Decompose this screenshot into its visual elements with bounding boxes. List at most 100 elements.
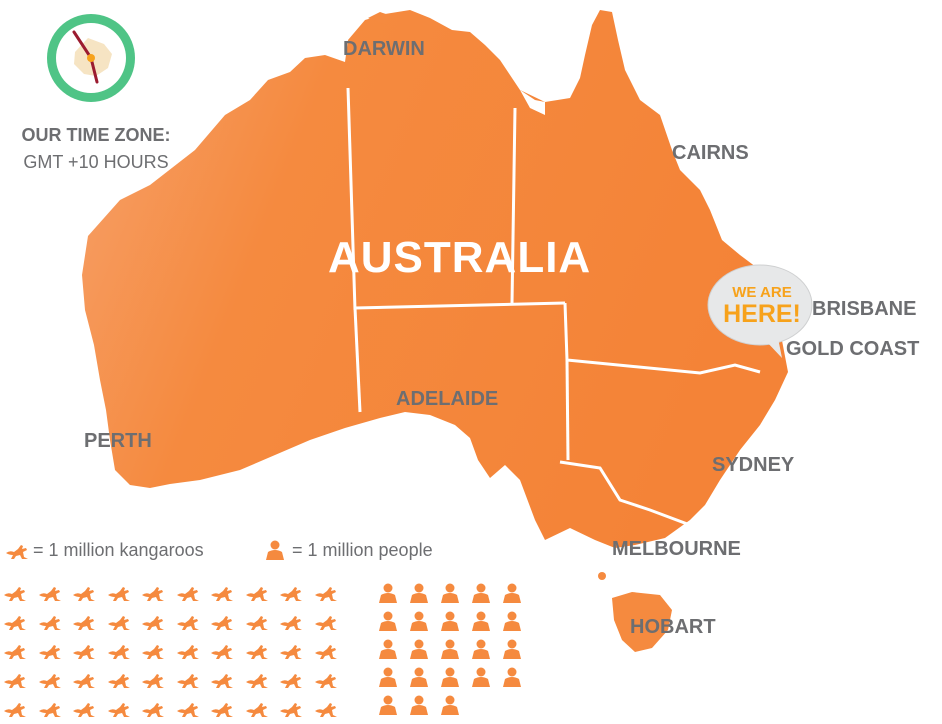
person-icon	[501, 611, 523, 636]
city-melbourne: MELBOURNE	[612, 538, 741, 560]
kangaroo-icon	[244, 672, 270, 695]
kangaroo-icon	[140, 585, 166, 608]
kangaroo-icon	[71, 643, 97, 666]
kangaroo-icon	[106, 643, 132, 666]
kangaroo-icon	[209, 643, 235, 666]
kangaroo-icon	[2, 701, 28, 724]
time-zone-value: GMT +10 HOURS	[23, 152, 169, 172]
kangaroo-icon	[278, 614, 304, 637]
kangaroo-icon	[313, 614, 339, 637]
kangaroo-icon	[106, 614, 132, 637]
person-icon	[408, 695, 430, 720]
tasmania-shape	[612, 592, 672, 652]
kangaroo-icon	[278, 643, 304, 666]
clock-icon	[47, 14, 135, 102]
city-gold-coast: GOLD COAST	[786, 338, 920, 360]
kangaroo-icon	[106, 672, 132, 695]
kangaroo-icon	[313, 672, 339, 695]
kangaroo-icon	[175, 585, 201, 608]
legend-people: = 1 million people	[292, 540, 433, 560]
kangaroo-icon	[140, 643, 166, 666]
person-icon	[501, 639, 523, 664]
person-icon	[470, 667, 492, 692]
kangaroo-icon	[2, 614, 28, 637]
kangaroo-icon	[278, 585, 304, 608]
person-icon	[501, 667, 523, 692]
kangaroo-icon	[140, 672, 166, 695]
kangaroo-icon	[140, 701, 166, 724]
legend-kangaroos: = 1 million kangaroos	[33, 540, 204, 560]
state-borders	[346, 87, 761, 527]
kangaroo-icon	[175, 643, 201, 666]
person-icon	[470, 639, 492, 664]
kangaroo-icon	[106, 701, 132, 724]
kangaroo-icon	[313, 643, 339, 666]
city-hobart: HOBART	[630, 616, 716, 638]
kangaroo-icon	[2, 585, 28, 608]
person-icon	[470, 611, 492, 636]
person-icon	[439, 639, 461, 664]
gulf-shape	[520, 90, 545, 115]
kangaroo-icon	[278, 672, 304, 695]
city-cairns: CAIRNS	[672, 142, 749, 164]
kangaroo-icon	[175, 701, 201, 724]
kangaroo-icon	[71, 701, 97, 724]
kangaroo-icon	[175, 614, 201, 637]
person-icon	[408, 667, 430, 692]
kangaroo-icon	[140, 614, 166, 637]
kangaroo-icon	[209, 614, 235, 637]
person-icon	[439, 695, 461, 720]
north-island-shape	[368, 12, 392, 24]
kangaroo-icon	[37, 614, 63, 637]
person-icon	[439, 583, 461, 608]
country-label: AUSTRALIA	[328, 233, 592, 282]
person-icon	[408, 611, 430, 636]
here-marker	[707, 264, 813, 358]
kangaroo-icon	[6, 545, 28, 559]
kangaroo-icon	[313, 585, 339, 608]
marker-line1: WE ARE	[732, 284, 792, 301]
kangaroo-icon	[244, 701, 270, 724]
person-icon	[408, 583, 430, 608]
marker-line2: HERE!	[723, 300, 801, 328]
city-brisbane: BRISBANE	[812, 298, 917, 320]
kangaroo-icon	[2, 672, 28, 695]
person-icon	[439, 667, 461, 692]
kangaroo-icon	[71, 585, 97, 608]
person-icon	[377, 583, 399, 608]
city-sydney: SYDNEY	[712, 454, 795, 476]
kangaroo-icon	[37, 643, 63, 666]
person-icon	[377, 667, 399, 692]
person-icon	[377, 639, 399, 664]
kangaroo-icon	[71, 672, 97, 695]
kangaroo-icon	[71, 614, 97, 637]
kangaroo-icon	[37, 585, 63, 608]
person-icon	[501, 583, 523, 608]
kangaroo-icon	[37, 672, 63, 695]
city-adelaide: ADELAIDE	[396, 388, 499, 410]
person-icon	[377, 695, 399, 720]
person-icon	[439, 611, 461, 636]
kangaroo-icon	[209, 672, 235, 695]
kangaroo-icon	[278, 701, 304, 724]
kangaroo-icon	[209, 585, 235, 608]
kangaroo-icon	[37, 701, 63, 724]
city-darwin: DARWIN	[343, 38, 425, 60]
city-perth: PERTH	[84, 430, 152, 452]
kangaroo-icon	[2, 643, 28, 666]
person-icon	[266, 540, 284, 560]
kangaroo-icon	[175, 672, 201, 695]
kangaroo-icon	[244, 585, 270, 608]
person-icon	[408, 639, 430, 664]
kangaroo-icon	[244, 614, 270, 637]
time-zone-title: OUR TIME ZONE:	[21, 125, 171, 145]
kangaroo-icon	[244, 643, 270, 666]
island-dot	[598, 572, 606, 580]
person-icon	[377, 611, 399, 636]
kangaroo-icon	[313, 701, 339, 724]
kangaroo-icon	[209, 701, 235, 724]
person-icon	[470, 583, 492, 608]
mainland-shape	[82, 10, 788, 548]
kangaroo-icon	[106, 585, 132, 608]
